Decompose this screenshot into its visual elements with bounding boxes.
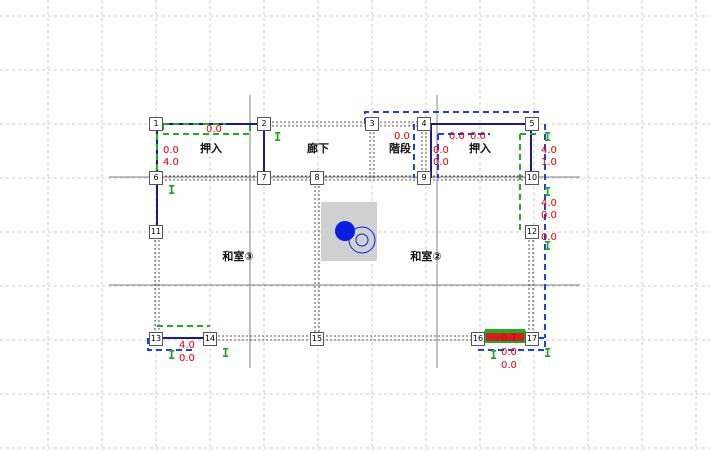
walls xyxy=(154,121,534,341)
node-1[interactable]: 1 xyxy=(149,117,163,131)
value-label: 0.0 xyxy=(433,157,449,168)
value-label: 1.0 xyxy=(541,157,557,168)
room-kaidan: 階段 xyxy=(389,142,411,155)
value-label: 0.0 xyxy=(501,360,517,371)
value-label: 0.7 xyxy=(501,333,517,344)
green-dash xyxy=(162,124,251,135)
node-17[interactable]: 17 xyxy=(525,332,539,346)
room-washitsu-3: 和室③ xyxy=(222,250,254,263)
node-12[interactable]: 12 xyxy=(525,225,539,239)
node-14[interactable]: 14 xyxy=(203,332,217,346)
node-11[interactable]: 11 xyxy=(149,225,163,239)
node-16[interactable]: 16 xyxy=(471,332,485,346)
value-label: 0.0 xyxy=(206,124,222,135)
blue-dash xyxy=(477,337,546,351)
value-label: 0.0 xyxy=(433,145,449,156)
i-marker: I xyxy=(274,130,282,144)
room-rouka: 廊下 xyxy=(307,142,329,155)
node-13[interactable]: 13 xyxy=(149,332,163,346)
blue-dash xyxy=(147,338,196,351)
i-marker: I xyxy=(544,239,552,253)
i-marker: I xyxy=(490,348,498,362)
i-marker: I xyxy=(544,130,552,144)
blue-dash xyxy=(364,111,539,124)
value-label: 0.0 xyxy=(163,145,179,156)
value-label: 0.0 xyxy=(470,131,486,142)
node-15[interactable]: 15 xyxy=(310,332,324,346)
value-label: 0.0 xyxy=(541,210,557,221)
value-label: 0.0 xyxy=(394,131,410,142)
room-washitsu-2: 和室② xyxy=(410,250,442,263)
i-marker: I xyxy=(544,185,552,199)
stair-ring-inner xyxy=(355,233,369,247)
i-marker: I xyxy=(222,346,230,360)
node-7[interactable]: 7 xyxy=(257,171,271,185)
value-label: 4.0 xyxy=(163,157,179,168)
node-8[interactable]: 8 xyxy=(310,171,324,185)
value-label: 4.0 xyxy=(541,198,557,209)
node-4[interactable]: 4 xyxy=(417,117,431,131)
i-marker: I xyxy=(168,183,176,197)
axis-lines xyxy=(109,95,580,368)
stair-ring xyxy=(348,226,376,254)
room-oshiire-right: 押入 xyxy=(469,142,491,155)
value-label: 4.0 xyxy=(541,145,557,156)
node-6[interactable]: 6 xyxy=(149,171,163,185)
node-3[interactable]: 3 xyxy=(365,117,379,131)
value-label: 0.0 xyxy=(179,353,195,364)
node-5[interactable]: 5 xyxy=(525,117,539,131)
node-10[interactable]: 10 xyxy=(525,171,539,185)
node-9[interactable]: 9 xyxy=(417,171,431,185)
value-label: 0.0 xyxy=(501,347,517,358)
value-label: 4.0 xyxy=(179,340,195,351)
value-label: 0.0 xyxy=(449,131,465,142)
i-marker: I xyxy=(544,346,552,360)
room-oshiire-left: 押入 xyxy=(200,142,222,155)
node-2[interactable]: 2 xyxy=(257,117,271,131)
stair-marker[interactable] xyxy=(335,221,376,254)
value-label: 0.0 xyxy=(541,232,557,243)
i-marker: I xyxy=(168,348,176,362)
